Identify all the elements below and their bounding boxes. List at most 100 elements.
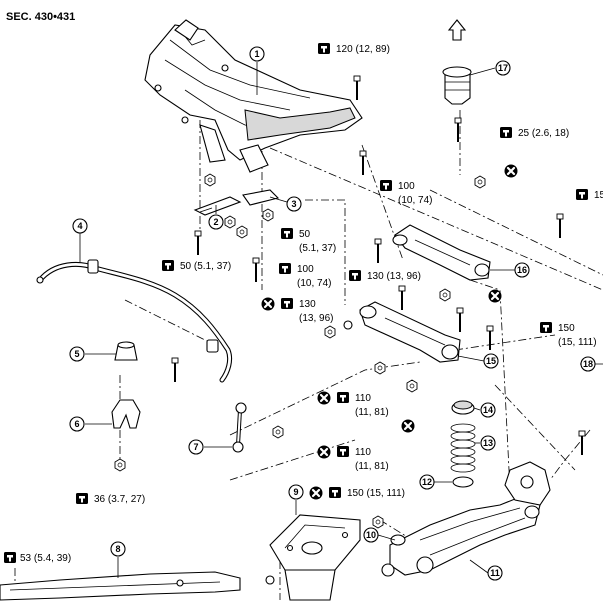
arm-bolt	[578, 430, 586, 456]
svg-text:2: 2	[213, 217, 218, 227]
callout-6: 6	[69, 416, 85, 432]
upper-link-nut	[474, 175, 486, 189]
torque-50-b: 50 (5.1, 37)	[180, 261, 231, 272]
svg-text:6: 6	[74, 419, 79, 429]
torque-wrench-icon	[380, 180, 392, 191]
callout-7: 7	[188, 439, 204, 455]
svg-text:12: 12	[422, 477, 432, 487]
right-bolt	[556, 213, 564, 239]
torque-150-a-line2: (15, 111)	[558, 337, 597, 348]
svg-text:9: 9	[293, 487, 298, 497]
torque-130-a: 130 (13, 96)	[367, 271, 421, 282]
torque-wrench-icon	[349, 270, 361, 281]
stabilizer-bolt	[171, 357, 179, 383]
callout-12: 12	[419, 474, 435, 490]
assembly-lines	[14, 110, 603, 600]
torque-100-a-line2: (10, 74)	[398, 195, 432, 206]
callout-1: 1	[249, 46, 265, 62]
stabilizer-bushing	[114, 341, 138, 361]
svg-text:10: 10	[366, 530, 376, 540]
lower-link-bolt-3	[486, 325, 494, 351]
torque-110-b-line1: 110	[355, 447, 371, 458]
leader-lines	[79, 62, 603, 578]
torque-110-a-line1: 110	[355, 393, 371, 404]
stabilizer-bar	[36, 259, 233, 383]
spring-seat-lower	[452, 476, 474, 488]
torque-100-b-line2: (10, 74)	[297, 278, 331, 289]
torque-wrench-icon	[279, 263, 291, 274]
callout-13: 13	[480, 435, 496, 451]
torque-110-b-line2: (11, 81)	[355, 461, 389, 472]
callout-17: 17	[495, 60, 511, 76]
callout-9: 9	[288, 484, 304, 500]
bracket-nut-2	[224, 215, 236, 229]
svg-text:13: 13	[483, 438, 493, 448]
section-title: SEC. 430•431	[6, 11, 75, 23]
stopper-washer	[381, 534, 406, 577]
svg-text:1: 1	[254, 49, 259, 59]
link-nut-3	[374, 361, 386, 375]
svg-text:4: 4	[77, 221, 82, 231]
svg-text:3: 3	[291, 199, 296, 209]
torque-wrench-icon	[281, 228, 293, 239]
upper-link	[392, 224, 491, 281]
do-not-reuse-icon	[316, 390, 332, 406]
torque-50-a-line2: (5.1, 37)	[299, 243, 336, 254]
callout-16: 16	[514, 262, 530, 278]
svg-text:15: 15	[486, 356, 496, 366]
lower-link-nut	[439, 288, 451, 302]
link-nut-4	[406, 379, 418, 393]
torque-130-b-line1: 130	[299, 299, 316, 310]
torque-wrench-icon	[337, 392, 349, 403]
torque-150-b: 150 (15, 111)	[347, 488, 405, 499]
torque-120: 120 (12, 89)	[336, 44, 390, 55]
do-not-reuse-icon	[316, 444, 332, 460]
svg-text:8: 8	[115, 544, 120, 554]
torque-100-b-line1: 100	[297, 264, 314, 275]
svg-text:7: 7	[193, 442, 198, 452]
svg-text:14: 14	[483, 405, 493, 415]
torque-110-a-line2: (11, 81)	[355, 407, 389, 418]
member-bolt	[353, 75, 361, 101]
connecting-rod	[232, 402, 247, 453]
callout-8: 8	[110, 541, 126, 557]
torque-15-right: 15	[594, 190, 603, 201]
torque-wrench-icon	[318, 43, 330, 54]
bracket-bolt-left	[194, 230, 202, 256]
torque-wrench-icon	[329, 487, 341, 498]
torque-wrench-icon	[337, 446, 349, 457]
arm-bolt-upper	[359, 150, 367, 176]
rear-lower-arm	[389, 461, 551, 576]
lower-link	[343, 301, 461, 363]
stabilizer-clamp	[111, 399, 141, 429]
svg-text:17: 17	[498, 63, 508, 73]
torque-wrench-icon	[576, 189, 588, 200]
upper-link-bolt	[374, 238, 382, 264]
torque-wrench-icon	[540, 322, 552, 333]
callout-2: 2	[208, 214, 224, 230]
torque-wrench-icon	[76, 493, 88, 504]
front-arrow-icon	[447, 19, 467, 41]
bracket-nut-3	[262, 208, 274, 222]
torque-wrench-icon	[162, 260, 174, 271]
svg-text:5: 5	[74, 349, 79, 359]
spring-seat-upper	[451, 400, 475, 415]
arm-bracket	[269, 514, 361, 601]
svg-text:16: 16	[517, 265, 527, 275]
callout-18: 18	[580, 356, 596, 372]
callouts: 1 2 3 4 5 6 7 8 9 10 11 12 13 14 15 16 1…	[69, 46, 596, 581]
callout-14: 14	[480, 402, 496, 418]
connecting-rod-nut	[272, 425, 284, 439]
bracket-3	[242, 189, 280, 206]
callout-5: 5	[69, 346, 85, 362]
callout-15: 15	[483, 353, 499, 369]
bracket-bolt-right	[252, 257, 260, 283]
torque-wrench-icon	[500, 127, 512, 138]
torque-36: 36 (3.7, 27)	[94, 494, 145, 505]
svg-text:11: 11	[490, 568, 500, 578]
torque-53: 53 (5.4, 39)	[20, 553, 71, 564]
lower-link-bolt	[398, 285, 406, 311]
bracket-nut-4	[236, 225, 248, 239]
lower-link-bolt-2	[456, 307, 464, 333]
callout-11: 11	[487, 565, 503, 581]
